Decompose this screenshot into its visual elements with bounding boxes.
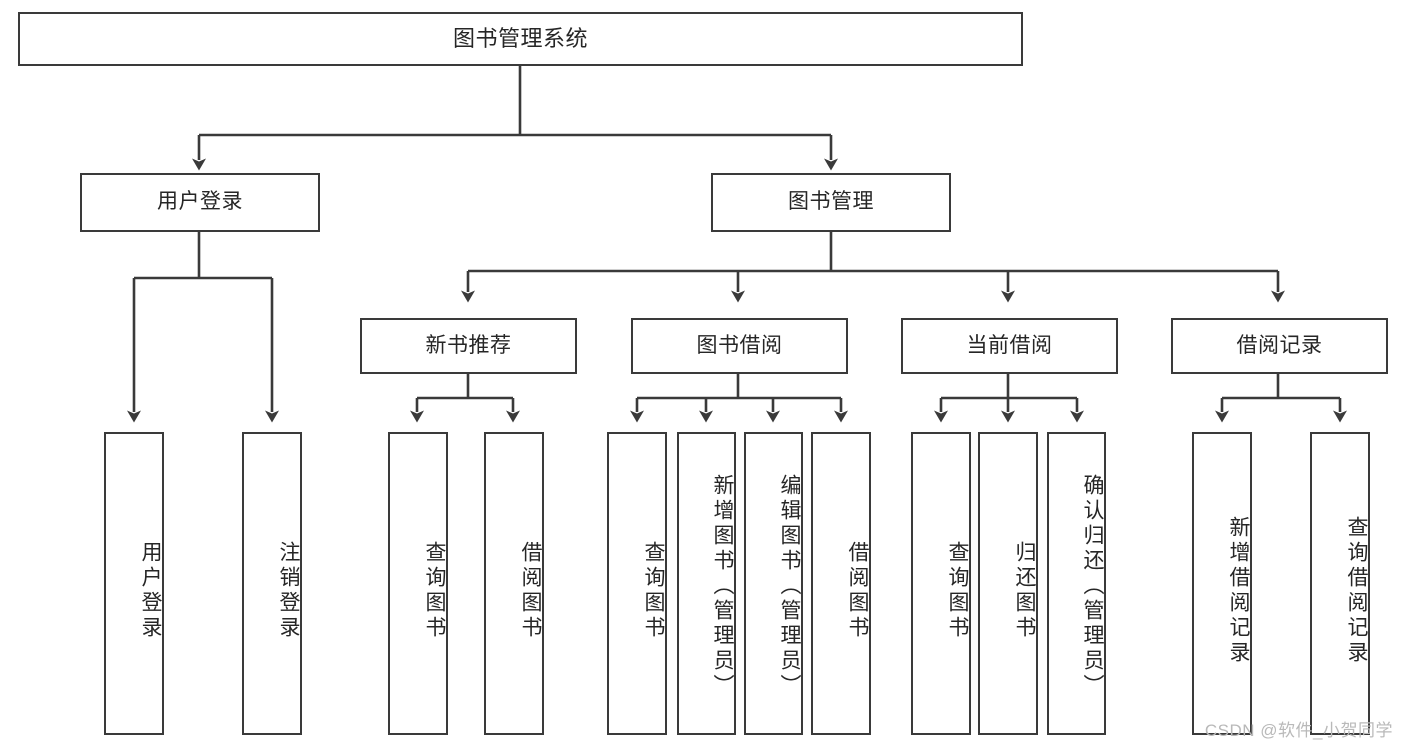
node-label: 新增借阅记录 <box>1227 515 1250 666</box>
node-label: 用户登录 <box>139 540 162 641</box>
node-label: 图书管理 <box>788 190 874 214</box>
leaf-logout[interactable]: 注销登录 <box>242 432 302 735</box>
node-label: 用户登录 <box>157 190 243 214</box>
node-current-borrowing[interactable]: 当前借阅 <box>901 318 1118 374</box>
leaf-query-book-recommend[interactable]: 查询图书 <box>388 432 448 735</box>
node-label: 查询图书 <box>423 540 446 641</box>
node-label: 新书推荐 <box>425 333 512 357</box>
node-label: 编辑图书（管理员） <box>778 474 801 699</box>
node-new-book-recommendation[interactable]: 新书推荐 <box>360 318 577 374</box>
leaf-query-book-borrow[interactable]: 查询图书 <box>607 432 667 735</box>
node-label: 当前借阅 <box>966 333 1053 357</box>
leaf-borrow-book-recommend[interactable]: 借阅图书 <box>484 432 544 735</box>
node-label: 借阅记录 <box>1236 333 1323 357</box>
node-label: 查询图书 <box>642 540 665 641</box>
leaf-borrow-book[interactable]: 借阅图书 <box>811 432 871 735</box>
node-label: 图书借阅 <box>696 333 783 357</box>
leaf-query-borrow-record[interactable]: 查询借阅记录 <box>1310 432 1370 735</box>
node-root-system[interactable]: 图书管理系统 <box>18 12 1023 66</box>
node-label: 查询图书 <box>946 540 969 641</box>
leaf-query-book-current[interactable]: 查询图书 <box>911 432 971 735</box>
leaf-return-book[interactable]: 归还图书 <box>978 432 1038 735</box>
node-book-borrowing[interactable]: 图书借阅 <box>631 318 848 374</box>
node-label: 注销登录 <box>277 540 300 641</box>
node-book-management[interactable]: 图书管理 <box>711 173 951 232</box>
node-label: 新增图书（管理员） <box>711 474 734 699</box>
leaf-add-book-admin[interactable]: 新增图书（管理员） <box>677 432 736 735</box>
csdn-watermark: CSDN @软件_小贺同学 <box>1204 721 1393 740</box>
leaf-user-login[interactable]: 用户登录 <box>104 432 164 735</box>
node-label: 图书管理系统 <box>452 26 588 52</box>
leaf-add-borrow-record[interactable]: 新增借阅记录 <box>1192 432 1252 735</box>
node-label: 归还图书 <box>1013 540 1036 641</box>
node-label: 确认归还（管理员） <box>1081 474 1104 699</box>
leaf-edit-book-admin[interactable]: 编辑图书（管理员） <box>744 432 803 735</box>
node-label: 查询借阅记录 <box>1345 515 1368 666</box>
leaf-confirm-return-admin[interactable]: 确认归还（管理员） <box>1047 432 1106 735</box>
node-label: 借阅图书 <box>519 540 542 641</box>
node-user-login[interactable]: 用户登录 <box>80 173 320 232</box>
node-label: 借阅图书 <box>846 540 869 641</box>
node-borrow-records[interactable]: 借阅记录 <box>1171 318 1388 374</box>
